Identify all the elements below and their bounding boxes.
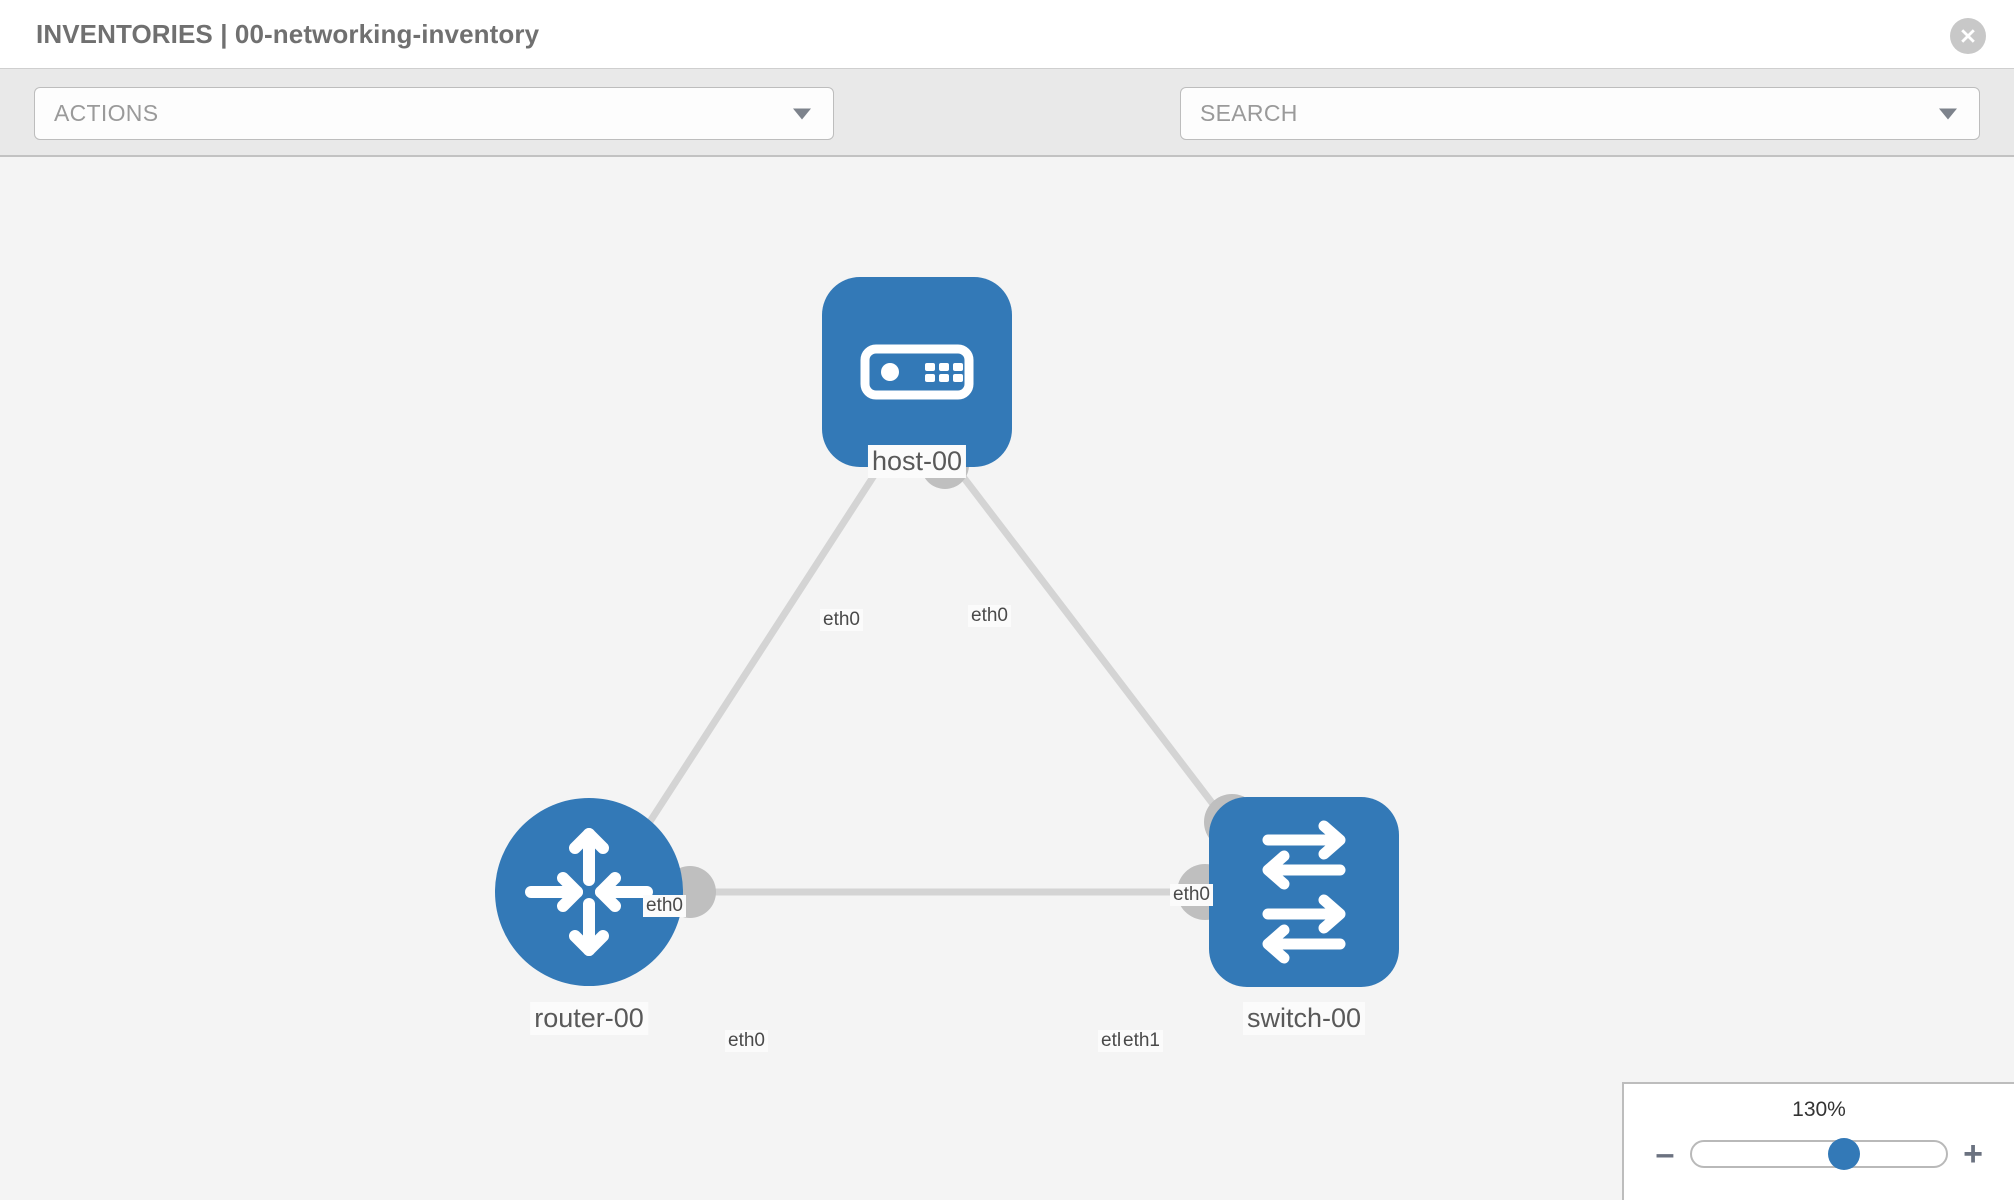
zoom-in-button[interactable]: + (1963, 1135, 1983, 1173)
link-host-router (636, 453, 890, 841)
node-host-00[interactable] (822, 277, 1012, 467)
close-icon[interactable] (1950, 18, 1986, 54)
iface-label-host-eth0-left: eth0 (820, 609, 863, 631)
node-label-router-00: router-00 (530, 1002, 648, 1035)
node-label-switch-00: switch-00 (1242, 1002, 1366, 1035)
zoom-out-button[interactable]: – (1655, 1135, 1675, 1173)
iface-label-switch-eth1: eth1 (1120, 1030, 1163, 1052)
zoom-level-value: 130% (1792, 1098, 1846, 1121)
zoom-slider-row: – + (1624, 1132, 2014, 1176)
router-arrows-icon (525, 828, 653, 956)
node-label-host-00: host-00 (867, 445, 967, 478)
node-switch-00[interactable] (1209, 797, 1399, 987)
iface-label-switch-eth0-uplink: eth0 (1170, 884, 1213, 906)
topology-canvas[interactable]: host-00 router-00 switch-00 eth0 eth0 et… (0, 157, 2014, 1200)
page-title: INVENTORIES | 00-networking-inventory (36, 18, 540, 49)
interface-nubs (664, 441, 1260, 920)
iface-label-host-eth0-right: eth0 (968, 605, 1011, 627)
search-placeholder: SEARCH (1200, 100, 1298, 126)
link-host-switch (944, 453, 1236, 833)
zoom-control-panel: 130% – + (1622, 1082, 2014, 1200)
iface-label-router-eth0-uplink: eth0 (643, 895, 686, 917)
iface-label-router-eth0: eth0 (725, 1030, 768, 1052)
chevron-down-icon (793, 108, 811, 119)
topology-links (636, 453, 1236, 896)
topology-graph (495, 277, 1399, 987)
page-header: INVENTORIES | 00-networking-inventory (0, 0, 2014, 68)
zoom-slider-thumb[interactable] (1828, 1138, 1861, 1170)
search-input[interactable]: SEARCH (1180, 87, 1980, 140)
switch-arrows-icon (1262, 820, 1346, 964)
node-router-00[interactable] (495, 798, 683, 986)
zoom-slider[interactable] (1690, 1138, 1948, 1170)
actions-dropdown[interactable]: ACTIONS (34, 87, 834, 140)
toolbar: ACTIONS SEARCH (0, 68, 2014, 197)
server-icon (860, 344, 974, 400)
chevron-down-icon[interactable] (1939, 108, 1957, 119)
actions-dropdown-label: ACTIONS (54, 100, 159, 126)
